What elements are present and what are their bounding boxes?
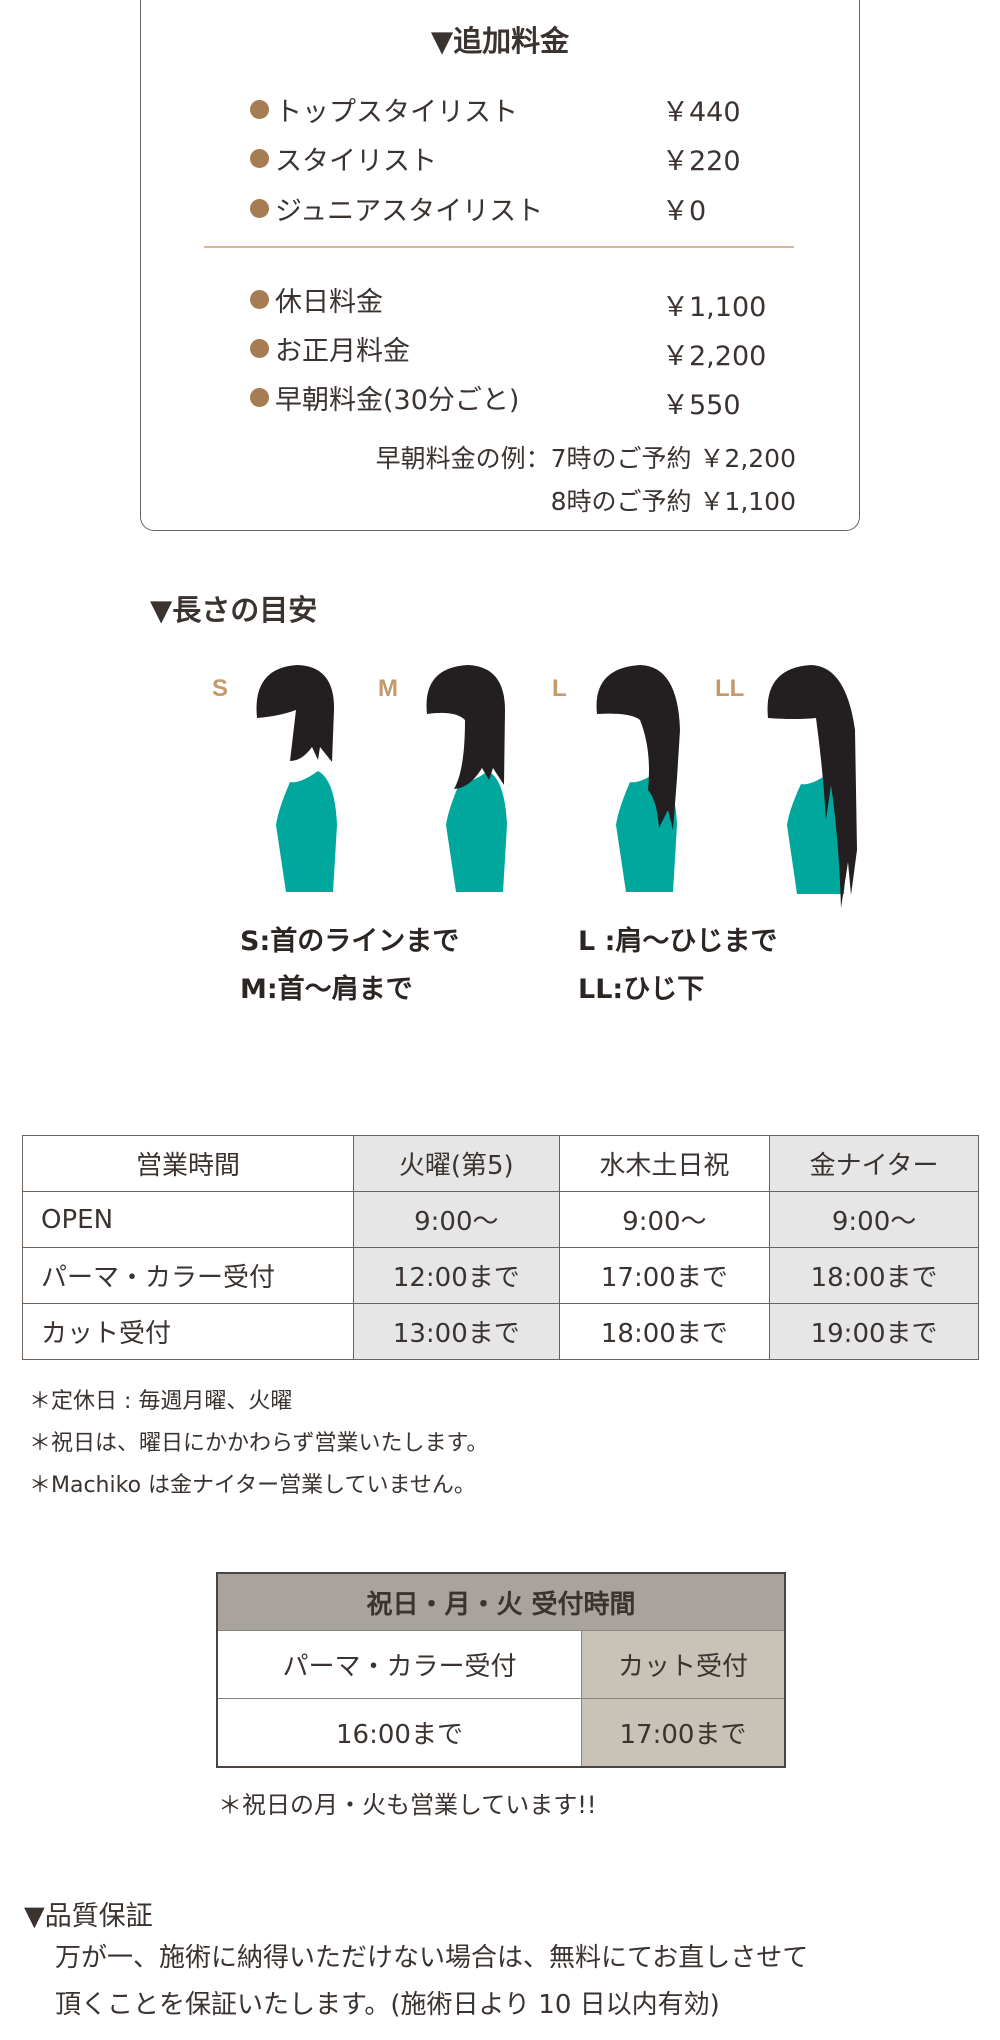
item-price: ￥2,200 [662,341,767,372]
figure-s [256,665,337,892]
surcharge-title: ▼追加料金 [430,24,570,58]
guarantee-text: 万が一、施術に納得いただけない場合は、無料にてお直しさせて [55,1943,809,1973]
bullet-icon [250,339,269,358]
bullet-icon [250,290,269,309]
table-cell: 17:00まで [558,1247,771,1304]
table-header: カット受付 [580,1630,786,1699]
table-cell: パーマ・カラー受付 [22,1247,354,1304]
bullet-icon [250,199,269,218]
item-price: ￥220 [662,146,741,177]
figure-l [596,665,680,892]
business-hours-table: 営業時間 火曜(第5) 水木土日祝 金ナイター OPEN 9:00〜 9:00〜… [22,1135,979,1360]
table-cell: 16:00まで [216,1698,582,1767]
item-label: スタイリスト [275,146,437,177]
surcharge-item: トップスタイリスト [250,90,518,129]
example-line: 早朝料金の例：7時のご予約 ￥2,200 [375,444,796,473]
length-caption: M:首〜肩まで [240,974,413,1005]
length-caption: LL:ひじ下 [578,974,705,1005]
surcharge-item: 早朝料金(30分ごと) [250,378,519,417]
guarantee-text: 頂くことを保証いたします。(施術日より 10 日以内有効) [55,1990,720,2020]
bullet-icon [250,388,269,407]
item-price: ￥1,100 [662,292,767,323]
size-label-ll: LL [715,675,744,702]
length-caption: S:首のラインまで [240,926,460,957]
table-cell: 13:00まで [353,1303,560,1360]
table-header: 金ナイター [769,1135,979,1192]
surcharge-item: ジュニアスタイリスト [250,189,543,228]
table-title: 祝日・月・火 受付時間 [216,1572,786,1631]
item-label: 休日料金 [275,287,383,318]
surcharge-item: スタイリスト [250,139,437,178]
length-guide-title: ▼長さの目安 [150,593,318,627]
table-row: パーマ・カラー受付 12:00まで 17:00まで 18:00まで [22,1247,979,1304]
figure-ll [767,665,857,908]
table-cell: OPEN [22,1191,354,1248]
table-cell: 12:00まで [353,1247,560,1304]
item-label: お正月料金 [275,336,410,367]
figure-m [426,665,507,892]
surcharge-box [140,0,860,531]
note: ＊定休日 : 毎週月曜、火曜 [29,1389,293,1414]
size-label-l: L [552,675,567,702]
note: ＊Machiko は金ナイター営業していません。 [29,1473,476,1498]
surcharge-item: お正月料金 [250,329,410,368]
note: ＊祝日は、曜日にかかわらず営業いたします。 [29,1431,489,1456]
table-row: OPEN 9:00〜 9:00〜 9:00〜 [22,1191,979,1248]
hair-length-illustration: S M L LL [212,665,857,908]
table-cell: 9:00〜 [558,1191,771,1248]
item-price: ￥0 [662,196,707,227]
surcharge-item: 休日料金 [250,280,383,319]
table-cell: 9:00〜 [769,1191,979,1248]
bullet-icon [250,149,269,168]
item-label: 早朝料金(30分ごと) [275,385,520,416]
table-cell: 17:00まで [580,1698,786,1767]
table-header: パーマ・カラー受付 [216,1630,582,1699]
size-label-s: S [212,675,228,702]
table-header: 火曜(第5) [353,1135,560,1192]
length-caption: L :肩〜ひじまで [578,926,778,957]
table-cell: 9:00〜 [353,1191,560,1248]
divider [204,246,794,248]
table-cell: 19:00まで [769,1303,979,1360]
table-cell: 18:00まで [558,1303,771,1360]
item-label: ジュニアスタイリスト [275,196,544,227]
holiday-note: ＊祝日の月・火も営業しています!! [218,1791,597,1819]
table-header: 水木土日祝 [558,1135,771,1192]
table-cell: 18:00まで [769,1247,979,1304]
item-label: トップスタイリスト [275,97,518,128]
item-price: ￥440 [662,97,741,128]
example-line: 8時のご予約 ￥1,100 [550,487,796,516]
table-header-row: 営業時間 火曜(第5) 水木土日祝 金ナイター [22,1135,979,1192]
size-label-m: M [378,675,398,702]
table-header: 営業時間 [22,1135,354,1192]
holiday-hours-table: 祝日・月・火 受付時間 パーマ・カラー受付 カット受付 16:00まで 17:0… [216,1572,786,1768]
item-price: ￥550 [662,390,741,421]
table-row: カット受付 13:00まで 18:00まで 19:00まで [22,1303,979,1360]
table-cell: カット受付 [22,1303,354,1360]
bullet-icon [250,100,269,119]
guarantee-title: ▼品質保証 [24,1901,153,1932]
